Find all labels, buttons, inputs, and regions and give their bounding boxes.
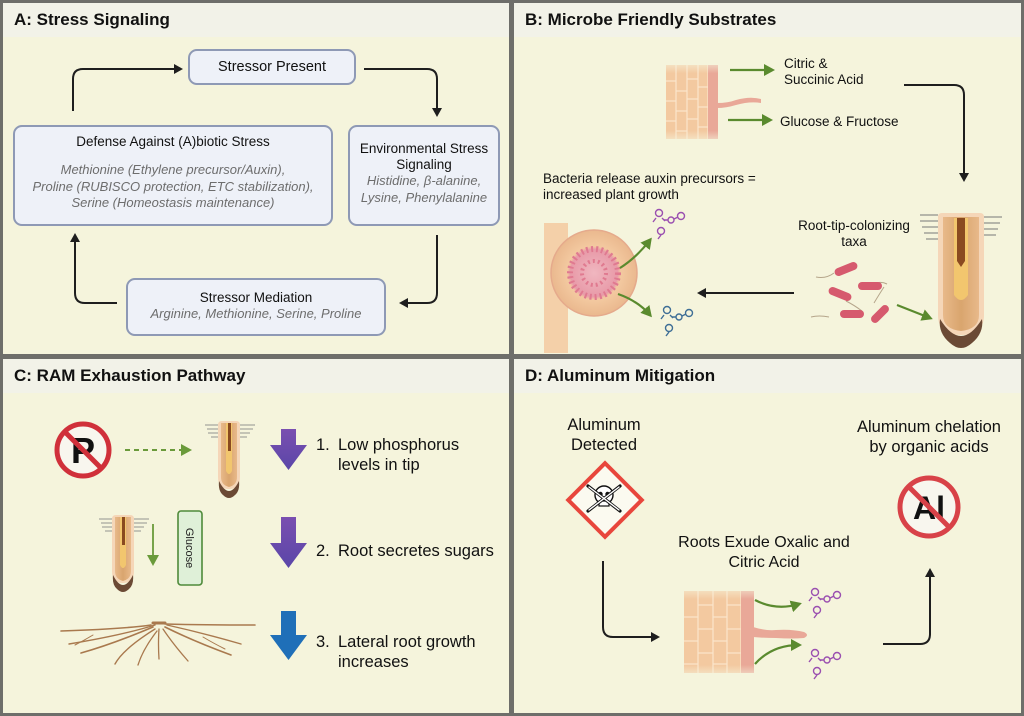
arrow-exude-top (754, 599, 802, 613)
step-1-arrow-icon (270, 429, 307, 470)
root-tip-icon (920, 213, 1002, 348)
panel-title: C: RAM Exhaustion Pathway (14, 366, 246, 385)
organic-acid-molecule-icon (808, 648, 842, 680)
defense-box: Defense Against (A)biotic Stress Methion… (13, 125, 333, 226)
no-aluminum-icon: Al (897, 475, 961, 539)
glucose-fructose-label: Glucose & Fructose (780, 114, 899, 129)
chelation-line: Aluminum chelation (857, 418, 1001, 436)
step-text: Low phosphorus (338, 436, 460, 454)
environmental-title: Environmental Stress (359, 141, 489, 156)
glucose-label: Glucose (183, 528, 195, 568)
step-text: increases (338, 653, 409, 671)
panel-title: A: Stress Signaling (14, 10, 170, 29)
step-number: 3. (316, 633, 330, 651)
arrow-to-mediation (399, 235, 438, 308)
bacteria-release-line: increased plant growth (543, 187, 679, 202)
panel-ram-exhaustion: C: RAM Exhaustion Pathway P (3, 359, 509, 713)
root-nodule-icon (544, 223, 638, 353)
step-number: 1. (316, 436, 330, 454)
glucose-box (177, 510, 203, 586)
step-2-arrow-icon (270, 517, 307, 568)
lateral-roots-icon (60, 621, 256, 666)
exude-line: Roots Exude Oxalic and (678, 534, 850, 551)
stressor-present-box: Stressor Present (188, 49, 356, 85)
step-2: 2. Root secretes sugars (316, 541, 494, 561)
aluminum-detected-label: Aluminum Detected (544, 415, 664, 455)
toxic-hazard-icon (565, 460, 645, 540)
detected-line: Detected (570, 436, 638, 454)
defense-line: Methionine (Ethylene precursor/Auxin), (60, 162, 286, 177)
stressor-present-label: Stressor Present (218, 59, 326, 75)
root-tip-icon (205, 421, 255, 498)
succinic-line: Succinic Acid (784, 72, 864, 87)
arrow-roots-to-chelation (883, 568, 935, 645)
root-tip-icon (99, 515, 149, 592)
organic-acid-molecule-icon (808, 587, 842, 619)
environmental-line: Lysine, Phenylalanine (360, 189, 488, 205)
step-text: Lateral root growth (338, 633, 476, 651)
citric-succinic-label: Citric & Succinic Acid (784, 56, 864, 88)
panel-header: D: Aluminum Mitigation (514, 359, 1021, 393)
step-text: Root secretes sugars (338, 542, 494, 560)
panel-stress-signaling: A: Stress Signaling Stressor Present Def… (3, 3, 509, 354)
exude-line: Citric Acid (728, 554, 800, 571)
chelation-label: Aluminum chelation by organic acids (834, 417, 1021, 457)
panel-b-illustration (544, 61, 1002, 353)
arrow-to-environmental (364, 68, 442, 117)
detected-line: Aluminum (567, 416, 641, 434)
panel-title: B: Microbe Friendly Substrates (525, 10, 777, 29)
arrow-to-stressor-present (72, 64, 183, 111)
step-3-arrow-icon (270, 611, 307, 660)
defense-line: Proline (RUBISCO protection, ETC stabili… (32, 178, 314, 194)
no-phosphorus-icon: P (54, 421, 112, 479)
arrow-bacteria-to-root-tip (896, 303, 933, 321)
environmental-title: Signaling (396, 157, 452, 172)
arrow-nodule-to-blue-molecule (617, 292, 652, 318)
auxin-molecule-purple-icon (652, 208, 686, 240)
auxin-molecule-blue-icon (660, 305, 694, 337)
step-1: 1. Low phosphorus levels in tip (316, 435, 459, 475)
panel-header: C: RAM Exhaustion Pathway (3, 359, 509, 393)
roots-exude-label: Roots Exude Oxalic and Citric Acid (664, 533, 864, 573)
citric-line: Citric & (784, 56, 828, 71)
mediation-title: Stressor Mediation (199, 290, 313, 305)
root-tip-line: Root-tip-colonizing (798, 218, 910, 233)
arrow-exude-bottom (754, 639, 802, 665)
panel-header: B: Microbe Friendly Substrates (514, 3, 1021, 37)
chelation-line: by organic acids (869, 438, 989, 456)
cycle-arrows (70, 64, 442, 308)
arrow-nodule-to-purple-molecule (619, 237, 652, 269)
panel-c-illustration: P (54, 421, 307, 666)
mediation-box: Stressor Mediation Arginine, Methionine,… (126, 278, 386, 336)
step-text: levels in tip (338, 456, 420, 474)
panel-title: D: Aluminum Mitigation (525, 366, 716, 385)
panel-d-illustration: Al (565, 460, 961, 680)
environmental-box: Environmental Stress Signaling Histidine… (348, 125, 500, 226)
defense-title: Defense Against (A)biotic Stress (76, 134, 270, 149)
bacteria-release-line: Bacteria release auxin precursors = (543, 171, 756, 186)
arrow-to-defense (70, 233, 117, 304)
bacteria-release-label: Bacteria release auxin precursors = incr… (543, 171, 756, 203)
arrow-detected-to-roots (602, 561, 660, 642)
root-tissue-icon (682, 585, 807, 679)
bacteria-icon (810, 262, 889, 323)
step-number: 2. (316, 542, 330, 560)
defense-line: Serine (Homeostasis maintenance) (71, 195, 275, 210)
step-3: 3. Lateral root growth increases (316, 632, 476, 672)
environmental-line: Histidine, β-alanine, (366, 173, 482, 188)
mediation-subtitle: Arginine, Methionine, Serine, Proline (150, 306, 362, 321)
root-tip-line: taxa (841, 234, 867, 249)
panel-header: A: Stress Signaling (3, 3, 509, 37)
panel-aluminum-mitigation: D: Aluminum Mitigation (514, 359, 1021, 713)
root-tip-colonizing-label: Root-tip-colonizing taxa (794, 218, 914, 250)
root-tissue-icon (664, 61, 761, 143)
panel-microbe-substrates: B: Microbe Friendly Substrates (514, 3, 1021, 354)
arrow-to-root-tip (904, 84, 969, 182)
